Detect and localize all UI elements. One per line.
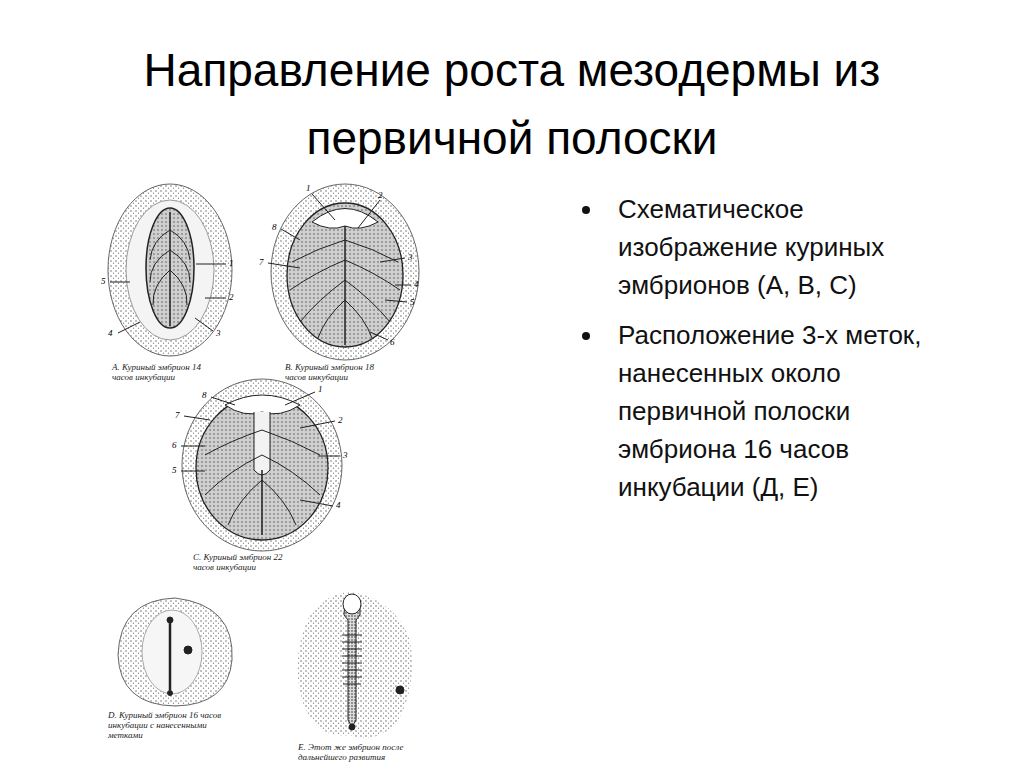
callout-number: 2 bbox=[338, 415, 343, 425]
callout-number: 2 bbox=[229, 292, 234, 302]
callout-number: 8 bbox=[202, 390, 207, 400]
callout-number: 1 bbox=[229, 258, 234, 268]
callout-number: 1 bbox=[318, 384, 323, 394]
callout-number: 2 bbox=[378, 190, 383, 200]
figure-caption: D. Куриный эмбрион 16 часов инкубации с … bbox=[108, 710, 228, 740]
callout-number: 8 bbox=[272, 222, 277, 232]
callout-number: 4 bbox=[414, 279, 419, 289]
bullet-dot bbox=[582, 206, 590, 214]
callout-number: 4 bbox=[336, 500, 341, 510]
callout-number: 7 bbox=[259, 257, 264, 267]
bullet-text: Расположение 3-х меток, нанесенных около… bbox=[618, 316, 948, 506]
callout-number: 3 bbox=[216, 328, 221, 338]
figure-caption: А. Куриный эмбрион 14 часов инкубации bbox=[112, 362, 212, 382]
callout-number: 6 bbox=[172, 440, 177, 450]
figure-caption: Е. Этот же эмбрион после дальнейшего раз… bbox=[298, 742, 428, 762]
slide-title: Направление роста мезодермы из первичной… bbox=[72, 36, 952, 172]
bullet-dot bbox=[582, 332, 590, 340]
callout-number: 6 bbox=[390, 337, 395, 347]
figure-caption: В. Куриный эмбрион 18 часов инкубации bbox=[285, 362, 395, 382]
figure-caption: С. Куриный эмбрион 22 часов инкубации bbox=[193, 552, 303, 572]
bullet-text: Схематическое изображение куриных эмбрио… bbox=[618, 190, 933, 304]
callout-number: 5 bbox=[172, 465, 177, 475]
callout-number: 3 bbox=[408, 252, 413, 262]
callout-number: 3 bbox=[343, 450, 348, 460]
callout-number: 1 bbox=[306, 183, 311, 193]
callout-number: 7 bbox=[175, 410, 180, 420]
callout-number: 5 bbox=[410, 297, 415, 307]
callout-number: 4 bbox=[108, 328, 113, 338]
callout-number: 5 bbox=[101, 276, 106, 286]
